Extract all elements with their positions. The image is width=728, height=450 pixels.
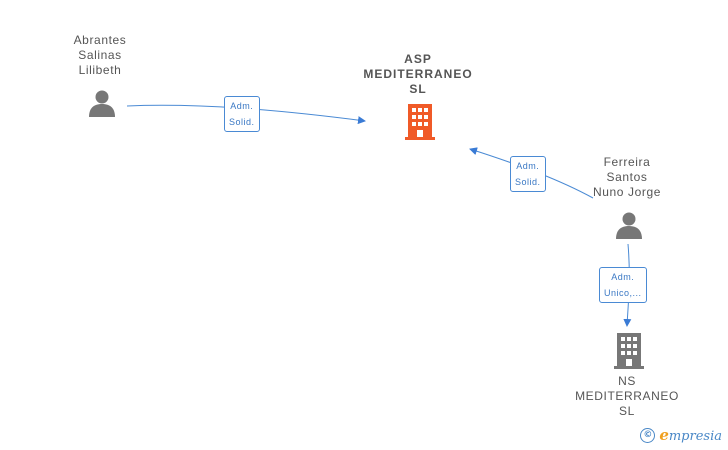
edge-label-1[interactable]: Adm. Solid. <box>224 96 260 132</box>
person-icon[interactable] <box>87 88 117 118</box>
edge-label-2[interactable]: Adm. Solid. <box>510 156 546 192</box>
relation-label: Solid. <box>229 117 255 127</box>
relation-label: Adm. <box>611 272 635 282</box>
relation-label: Unico,... <box>604 288 642 298</box>
edge-label-3[interactable]: Adm. Unico,... <box>599 267 647 303</box>
brand-name: empresia <box>659 426 722 444</box>
company-name-line: ASP <box>404 52 432 66</box>
company-name-line: MEDITERRANEO <box>575 389 679 403</box>
brand-logo: © empresia <box>640 426 722 444</box>
company-name-line: SL <box>409 82 427 96</box>
relation-label: Adm. <box>230 101 254 111</box>
name-line: Lilibeth <box>78 63 122 77</box>
person-node-label[interactable]: Ferreira Santos Nuno Jorge <box>582 155 672 200</box>
name-line: Abrantes <box>73 33 127 47</box>
company-node-label[interactable]: NS MEDITERRANEO SL <box>572 374 682 419</box>
building-icon[interactable] <box>404 104 436 140</box>
name-line: Nuno Jorge <box>592 185 662 199</box>
relation-label: Adm. <box>516 161 540 171</box>
company-name-line: MEDITERRANEO <box>363 67 473 81</box>
company-node-label[interactable]: ASP MEDITERRANEO SL <box>358 52 478 97</box>
person-icon[interactable] <box>614 210 644 240</box>
company-name-line: NS <box>618 374 636 388</box>
name-line: Salinas <box>78 48 122 62</box>
name-line: Santos <box>606 170 648 184</box>
relation-label: Solid. <box>515 177 541 187</box>
company-name-line: SL <box>619 404 635 418</box>
person-node-label[interactable]: Abrantes Salinas Lilibeth <box>55 33 145 78</box>
name-line: Ferreira <box>603 155 651 169</box>
copyright-icon: © <box>640 427 656 443</box>
building-icon[interactable] <box>613 333 645 369</box>
